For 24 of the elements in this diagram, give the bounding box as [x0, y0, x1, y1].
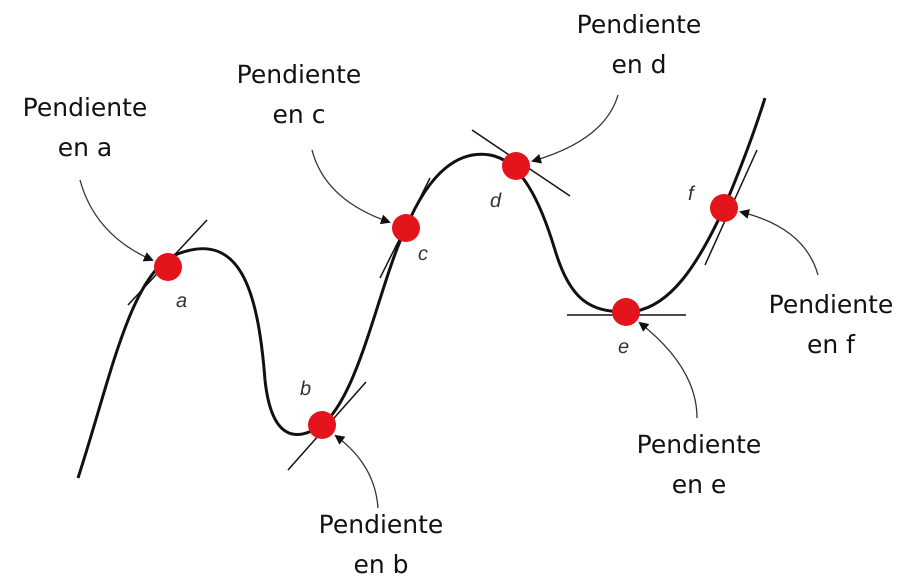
point-marker: [612, 298, 640, 326]
point-marker: [154, 253, 182, 281]
point-label: b: [300, 378, 312, 401]
arrow: [334, 434, 379, 508]
point-label: f: [688, 183, 694, 206]
point-marker: [710, 194, 738, 222]
point-marker: [502, 152, 530, 180]
point-label: e: [618, 336, 630, 359]
arrow: [79, 180, 154, 262]
arrow: [638, 322, 698, 418]
callout-text: Pendiente en e: [627, 425, 771, 505]
callout-text: Pendiente en d: [567, 5, 711, 85]
callout-text: Pendiente en b: [309, 505, 453, 583]
point-label: a: [176, 290, 188, 313]
arrow: [531, 94, 619, 164]
callout-text: Pendiente en a: [13, 88, 157, 168]
point-label: c: [418, 243, 428, 266]
point-label: d: [490, 190, 502, 213]
arrow: [739, 209, 819, 276]
callout-text: Pendiente en c: [227, 55, 371, 135]
point-marker: [392, 214, 420, 242]
point-marker: [308, 411, 336, 439]
arrow: [311, 150, 391, 224]
callout-text: Pendiente en f: [759, 285, 903, 365]
